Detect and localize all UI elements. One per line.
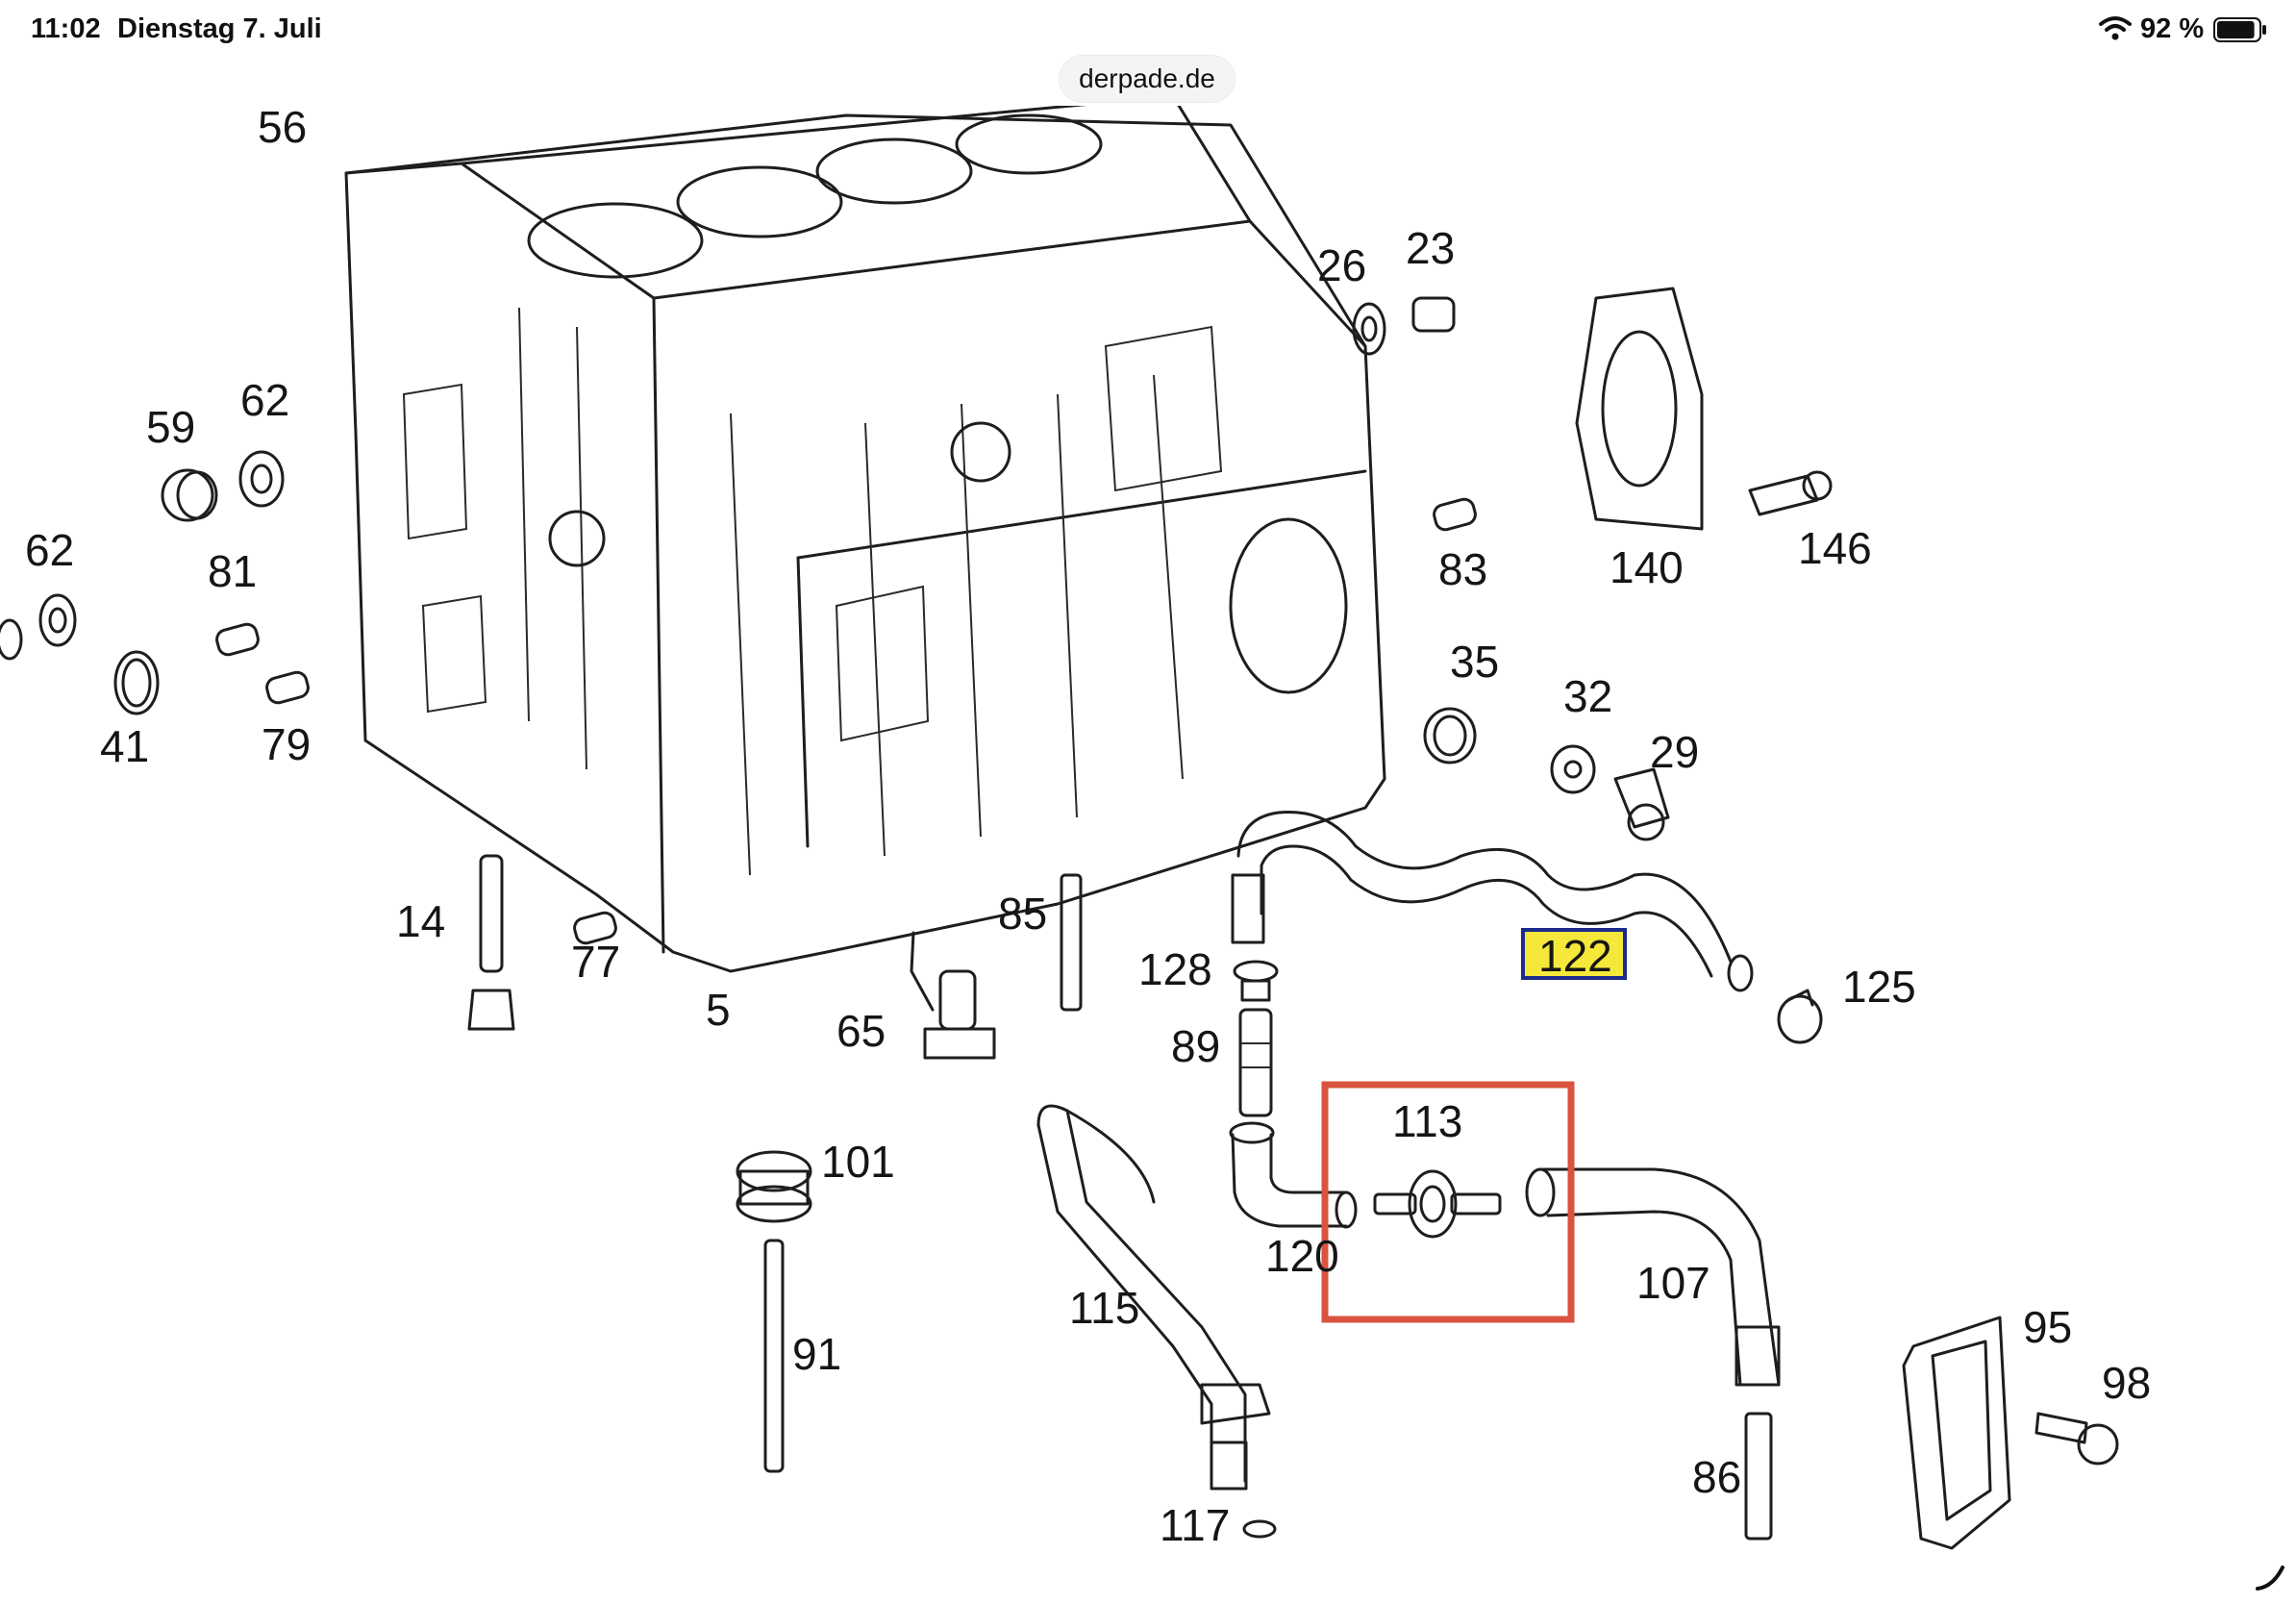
check-valve-113	[1373, 1169, 1502, 1239]
label-113: 113	[1392, 1096, 1462, 1146]
part-label-highlight-122	[1521, 928, 1627, 980]
label-14: 14	[396, 896, 445, 946]
parts-diagram: 56 26 23 59 62 62 81 41 79 140 146 83 35…	[0, 106, 2151, 1550]
label-77: 77	[571, 937, 620, 987]
label-117: 117	[1160, 1500, 1230, 1550]
hose-107	[1525, 1167, 1781, 1387]
wifi-icon	[2099, 16, 2132, 40]
valve-65	[910, 931, 996, 1060]
label-122: 122	[1538, 931, 1612, 981]
label-95: 95	[2023, 1302, 2072, 1352]
label-59: 59	[146, 402, 195, 452]
label-140: 140	[1610, 542, 1684, 592]
label-23: 23	[1406, 223, 1455, 273]
status-date: Dienstag 7. Juli	[117, 13, 322, 44]
label-56: 56	[258, 106, 307, 152]
address-bar[interactable]: derpade.de	[1060, 56, 1235, 102]
label-35: 35	[1450, 637, 1499, 687]
battery-icon	[2213, 17, 2266, 42]
label-107: 107	[1636, 1258, 1710, 1308]
label-62a: 62	[240, 375, 289, 425]
label-98: 98	[2102, 1358, 2151, 1408]
label-115: 115	[1069, 1283, 1139, 1333]
battery-percent: 92 %	[2140, 13, 2205, 44]
pin-85	[1060, 873, 1083, 1012]
label-79: 79	[262, 719, 311, 769]
elbow-120	[1229, 1121, 1358, 1229]
label-101: 101	[821, 1137, 895, 1187]
label-26: 26	[1317, 240, 1366, 290]
engine-block	[344, 106, 1386, 973]
clamp-125	[1777, 989, 1823, 1044]
pin-86	[1744, 1412, 1773, 1541]
annotation-box	[1321, 1081, 1575, 1323]
status-bar: 11:02 Dienstag 7. Juli 92 %	[0, 0, 2296, 62]
label-86: 86	[1692, 1452, 1741, 1502]
markup-pen-icon[interactable]	[2254, 1560, 2286, 1592]
label-29: 29	[1650, 727, 1699, 777]
status-time: 11:02	[31, 13, 101, 44]
part-101	[736, 1150, 812, 1223]
label-41: 41	[100, 721, 149, 771]
label-5: 5	[706, 985, 731, 1035]
hose-122	[1231, 810, 1754, 992]
label-85: 85	[998, 889, 1047, 939]
label-128: 128	[1138, 944, 1212, 994]
right-upper-parts	[1352, 287, 1833, 841]
label-146: 146	[1798, 523, 1872, 573]
label-65: 65	[836, 1006, 886, 1056]
label-83: 83	[1438, 544, 1487, 594]
label-62b: 62	[25, 525, 74, 575]
rod-91	[763, 1239, 785, 1473]
label-81: 81	[208, 546, 257, 596]
bolt-98	[2034, 1412, 2119, 1466]
label-120: 120	[1265, 1231, 1339, 1281]
label-32: 32	[1563, 671, 1612, 721]
fitting-128-89	[1233, 960, 1279, 1117]
label-125: 125	[1842, 962, 1916, 1012]
cover-95	[1902, 1316, 2011, 1550]
label-89: 89	[1171, 1021, 1220, 1071]
label-91: 91	[792, 1329, 841, 1379]
part-labels: 56 26 23 59 62 62 81 41 79 140 146 83 35…	[25, 106, 2151, 1550]
left-small-parts	[0, 450, 617, 1031]
hose-115	[1036, 1104, 1277, 1539]
